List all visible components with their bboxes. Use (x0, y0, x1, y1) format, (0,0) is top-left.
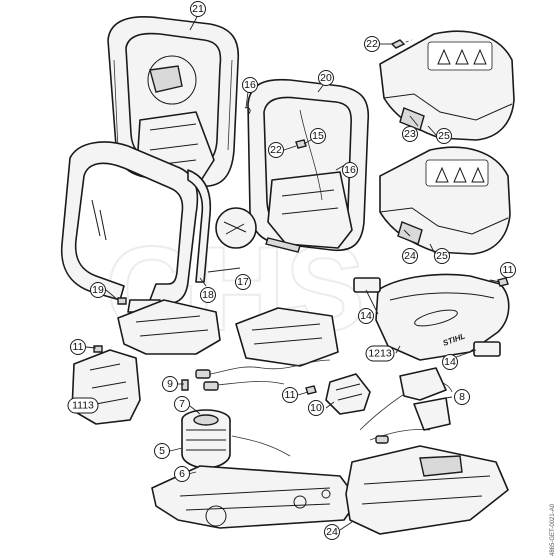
svg-text:19: 19 (92, 284, 104, 296)
callout-11-center: 11 (282, 387, 298, 403)
lower-shell-24 (345, 445, 509, 535)
callout-22-top: 22 (364, 36, 380, 52)
callout-14-bottom: 14 (442, 354, 458, 370)
svg-text:16: 16 (244, 79, 256, 91)
svg-text:5: 5 (159, 445, 165, 457)
hood-14: STIHL (353, 273, 510, 361)
svg-text:21: 21 (192, 3, 204, 15)
svg-text:25: 25 (438, 130, 450, 142)
callout-24-top: 24 (402, 248, 418, 264)
callout-24-bottom: 24 (324, 524, 340, 540)
svg-text:16: 16 (344, 164, 356, 176)
svg-text:23: 23 (404, 128, 416, 140)
callout-15: 15 (310, 128, 326, 144)
callout-10: 10 (308, 400, 324, 416)
callout-25-bottom: 25 (434, 248, 450, 264)
callout-20: 20 (318, 70, 334, 86)
svg-text:18: 18 (202, 289, 214, 301)
cover-23 (379, 30, 515, 141)
svg-text:11: 11 (285, 389, 296, 401)
callout-14-top: 14 (358, 308, 374, 324)
callout-8: 8 (454, 389, 470, 405)
hardware (93, 39, 509, 395)
svg-text:6: 6 (179, 468, 185, 480)
footer-reference: 4865-GET-0021-A0 (550, 503, 556, 556)
callout-25-top: 25 (436, 128, 452, 144)
wiring-harness-8 (359, 367, 453, 444)
svg-text:15: 15 (312, 130, 324, 142)
svg-text:14: 14 (360, 310, 372, 322)
gearbox-base (151, 465, 359, 529)
control-module-10 (325, 373, 371, 415)
callout-11-right: 11 (500, 262, 516, 278)
svg-text:1113: 1113 (72, 400, 94, 412)
callout-17: 17 (235, 274, 251, 290)
callout-23: 23 (402, 126, 418, 142)
svg-text:1213: 1213 (368, 348, 392, 360)
callout-1113: 1113 (67, 397, 99, 414)
svg-text:11: 11 (503, 264, 514, 276)
svg-text:8: 8 (459, 391, 465, 403)
callout-11-left: 11 (70, 339, 86, 355)
svg-text:7: 7 (179, 398, 185, 410)
svg-text:10: 10 (310, 402, 322, 414)
callout-1213: 1213 (365, 345, 395, 362)
callout-21: 21 (190, 1, 206, 17)
callout-9: 9 (162, 376, 178, 392)
callout-19: 19 (90, 282, 106, 298)
callout-6: 6 (174, 466, 190, 482)
svg-text:14: 14 (444, 356, 456, 368)
svg-text:20: 20 (320, 72, 332, 84)
svg-text:24: 24 (326, 526, 338, 538)
handle-frame-20 (215, 78, 370, 253)
switch-module (195, 307, 339, 391)
callout-16-right: 16 (342, 162, 358, 178)
svg-text:17: 17 (237, 276, 249, 288)
motor-5 (181, 409, 291, 477)
svg-text:9: 9 (167, 378, 173, 390)
callout-7: 7 (174, 396, 190, 412)
svg-text:22: 22 (366, 38, 378, 50)
callout-22-mid: 22 (268, 142, 284, 158)
cover-24 (379, 146, 511, 255)
svg-text:22: 22 (270, 144, 282, 156)
callout-16-left: 16 (242, 77, 258, 93)
svg-text:25: 25 (436, 250, 448, 262)
callout-18: 18 (200, 287, 216, 303)
callout-5: 5 (154, 443, 170, 459)
svg-text:24: 24 (404, 250, 416, 262)
svg-text:11: 11 (73, 341, 84, 353)
